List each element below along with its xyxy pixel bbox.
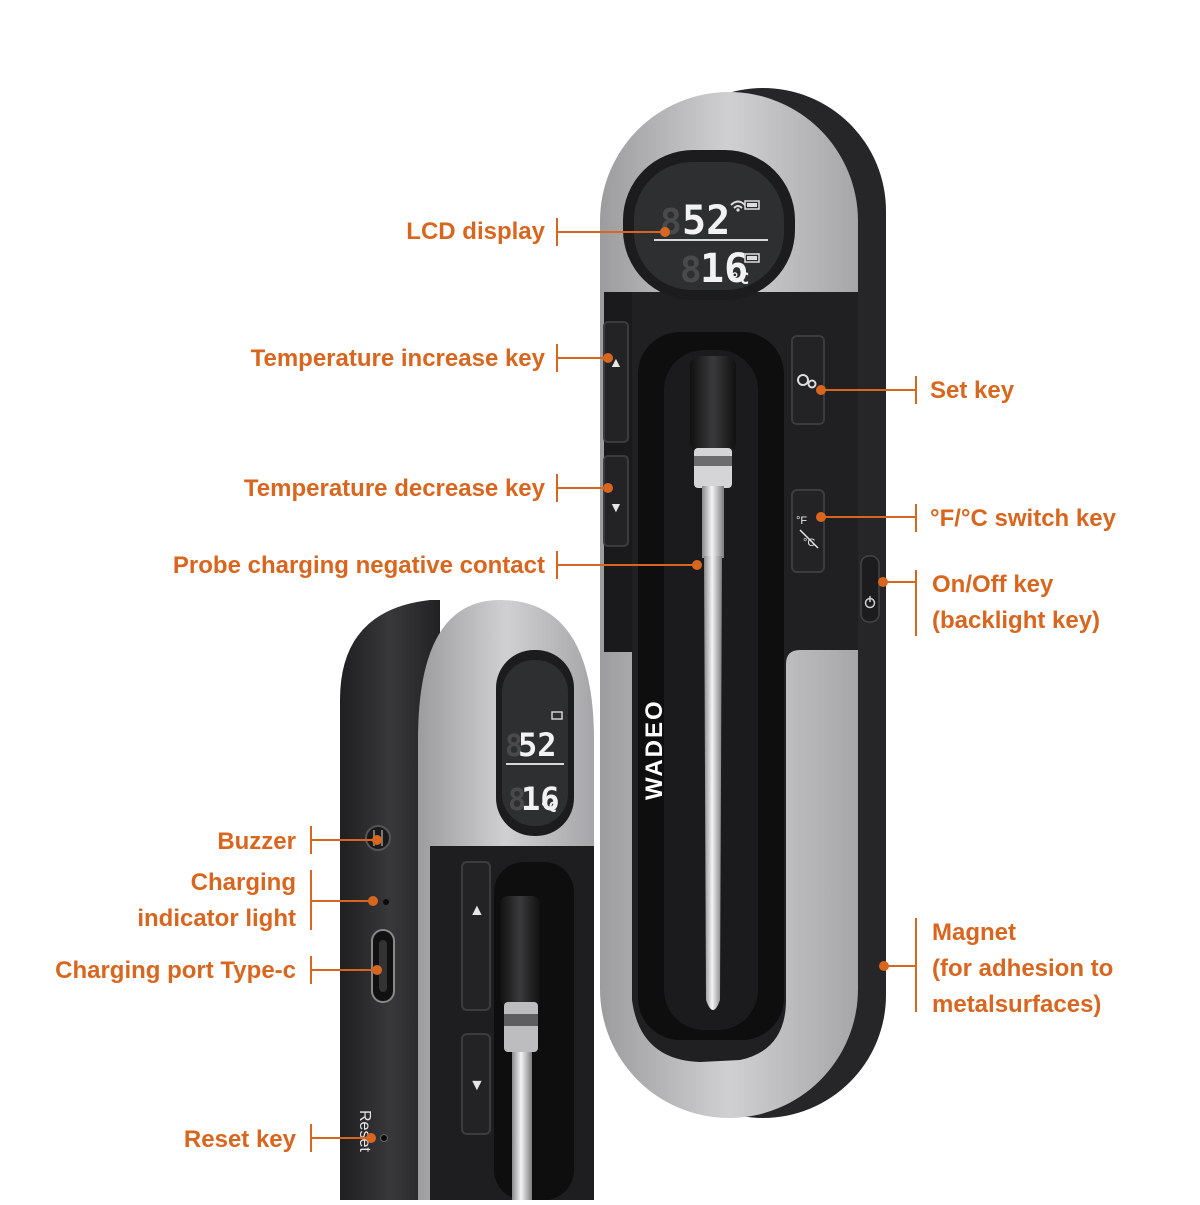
main-lcd-unit: °C: [730, 269, 749, 288]
fc-switch-key-bottom-label: °C: [803, 537, 815, 549]
fc-switch-key-slash: [799, 529, 819, 549]
callout-onoff-line2: (backlight key): [932, 607, 1100, 634]
probe-collar-band: [694, 456, 732, 466]
charging-indicator-light: [383, 899, 389, 905]
main-lcd-top-value: 52: [682, 198, 730, 244]
fc-switch-key[interactable]: [791, 489, 825, 573]
onoff-key[interactable]: [860, 555, 880, 623]
side-probe-collar: [504, 1002, 538, 1052]
reset-key[interactable]: [380, 1134, 388, 1142]
callouts: LCD display Temperature increase key Tem…: [55, 218, 1117, 1153]
probe-collar: [694, 448, 732, 488]
main-lcd-screen: [634, 162, 784, 290]
callout-reset-key: Reset key: [184, 1126, 297, 1153]
brand-logo-text: WADEO: [641, 699, 668, 800]
battery-icon-probe: [744, 253, 760, 263]
gear-icon: [797, 374, 817, 389]
callout-buzzer: Buzzer: [217, 828, 296, 855]
callout-magnet-line3: metalsurfaces): [932, 991, 1101, 1018]
callout-magnet-line2: (for adhesion to: [932, 955, 1113, 982]
side-probe-cap: [500, 896, 540, 1006]
side-lcd-screen: [502, 660, 568, 826]
side-probe-collar-band: [504, 1014, 538, 1026]
callout-lcd-display: LCD display: [406, 218, 545, 245]
side-up-glyph: ▲: [469, 902, 485, 919]
callout-probe-contact: Probe charging negative contact: [173, 552, 545, 579]
callout-set-key: Set key: [930, 377, 1015, 404]
side-lcd-top-dim-digit: 8: [505, 729, 523, 764]
callout-magnet-line1: Magnet: [932, 919, 1016, 946]
callout-temp-increase: Temperature increase key: [251, 345, 546, 372]
side-down-glyph: ▼: [469, 1077, 485, 1094]
callout-charging-light-line1: Charging: [191, 869, 296, 896]
callout-charging-port: Charging port Type-c: [55, 957, 296, 984]
side-lcd-bottom-value: 16: [521, 780, 560, 818]
callout-fc-switch: °F/°C switch key: [930, 505, 1117, 532]
callout-onoff-line1: On/Off key: [932, 571, 1054, 598]
main-lcd-bottom-value: 16: [700, 246, 748, 292]
temp-decrease-key-glyph: ▼: [609, 499, 623, 515]
side-device-side-panel: [340, 600, 440, 1200]
side-lcd-unit: °C: [540, 800, 557, 816]
side-temp-increase-key[interactable]: [461, 861, 491, 1011]
temp-increase-key[interactable]: [603, 321, 629, 443]
side-probe-neck: [512, 1052, 532, 1200]
probe-cap: [690, 356, 736, 452]
side-temp-decrease-key[interactable]: [461, 1033, 491, 1135]
probe-shaft: [704, 556, 722, 1010]
side-device: 8 52 8 16 °C ▲ ▼ Reset: [340, 600, 594, 1200]
wifi-icon: [730, 200, 746, 212]
usb-c-port-inner: [379, 940, 387, 992]
side-lcd-top-value: 52: [518, 726, 557, 764]
callout-charging-light-line2: indicator light: [137, 905, 296, 932]
main-device: 8 52 8 16 °C ▲ ▼ °F °C: [600, 88, 886, 1118]
probe-neck: [702, 486, 724, 558]
main-lcd-top-dim-digit: 8: [660, 202, 682, 243]
battery-icon: [744, 200, 760, 210]
temp-decrease-key[interactable]: [603, 455, 629, 547]
side-lcd-bottom-dim-digits: 8: [508, 783, 526, 818]
main-lcd-bottom-dim-digits: 8: [680, 250, 702, 291]
side-battery-icon: [551, 711, 563, 720]
probe: [690, 356, 736, 1010]
fc-switch-key-top-label: °F: [796, 515, 807, 527]
power-icon: [864, 596, 876, 609]
callout-temp-decrease: Temperature decrease key: [244, 475, 546, 502]
reset-key-label: Reset: [356, 1110, 373, 1152]
